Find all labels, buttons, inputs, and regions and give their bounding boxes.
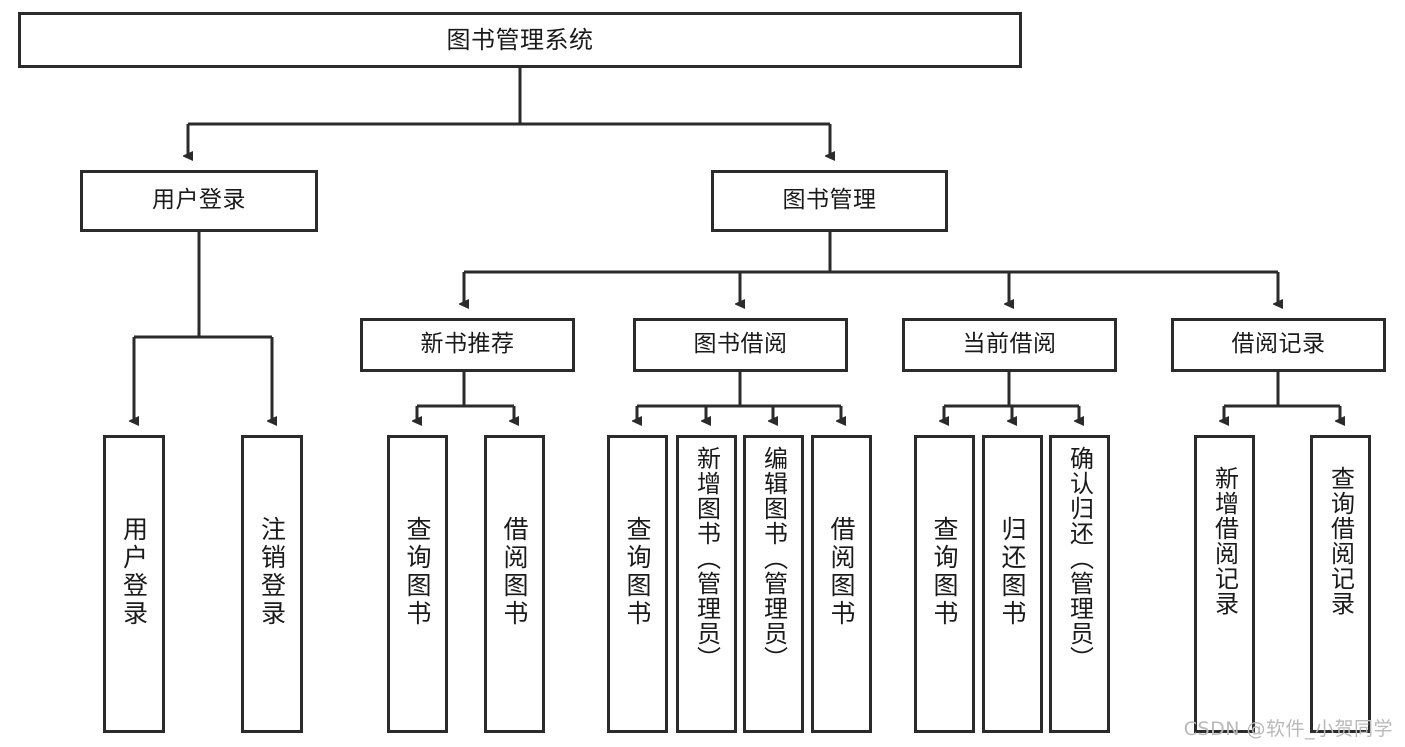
node-label: 注销登录 [257,516,287,628]
node-label: 确认归还（管理员） [1065,446,1094,671]
node-leaf-return-book[interactable]: 归还图书 [982,435,1043,733]
node-label: 图书管理系统 [446,25,594,54]
node-leaf-query-book-1[interactable]: 查询图书 [387,435,448,733]
node-label: 用户登录 [119,516,149,628]
node-leaf-user-login[interactable]: 用户登录 [103,435,165,733]
node-label: 借阅图书 [827,516,856,628]
node-current-borrow[interactable]: 当前借阅 [902,318,1117,372]
node-new-book-recommend[interactable]: 新书推荐 [360,318,575,372]
node-label: 借阅记录 [1231,331,1326,358]
node-leaf-edit-book-admin[interactable]: 编辑图书（管理员） [743,435,804,733]
node-leaf-add-book-admin[interactable]: 新增图书（管理员） [676,435,737,733]
node-label: 当前借阅 [962,331,1057,358]
node-label: 图书管理 [782,187,877,214]
node-leaf-query-book-2[interactable]: 查询图书 [607,435,668,733]
node-label: 新增借阅记录 [1210,466,1239,616]
node-leaf-borrow-book-1[interactable]: 借阅图书 [484,435,545,733]
node-label: 查询借阅记录 [1326,466,1355,616]
node-user-login[interactable]: 用户登录 [80,170,318,232]
node-label: 图书借阅 [693,331,788,358]
node-label: 新书推荐 [420,331,515,358]
node-leaf-confirm-return-admin[interactable]: 确认归还（管理员） [1049,435,1110,733]
node-label: 借阅图书 [500,516,529,628]
node-leaf-query-book-3[interactable]: 查询图书 [914,435,975,733]
node-label: 查询图书 [403,516,432,628]
node-label: 用户登录 [152,187,246,214]
node-book-management-system[interactable]: 图书管理系统 [18,12,1022,68]
node-book-borrow[interactable]: 图书借阅 [633,318,848,372]
node-leaf-borrow-book-2[interactable]: 借阅图书 [811,435,872,733]
node-book-manage[interactable]: 图书管理 [711,170,948,232]
node-label: 归还图书 [998,516,1027,628]
node-label: 查询图书 [930,516,959,628]
node-label: 查询图书 [623,516,652,628]
node-leaf-query-borrow-record[interactable]: 查询借阅记录 [1310,435,1371,733]
node-leaf-add-borrow-record[interactable]: 新增借阅记录 [1194,435,1255,733]
node-borrow-record[interactable]: 借阅记录 [1171,318,1386,372]
node-leaf-logout-login[interactable]: 注销登录 [241,435,303,733]
node-label: 新增图书（管理员） [692,446,721,671]
node-label: 编辑图书（管理员） [759,446,788,671]
csdn-watermark: CSDN @软件_小贺同学 [1183,718,1393,740]
